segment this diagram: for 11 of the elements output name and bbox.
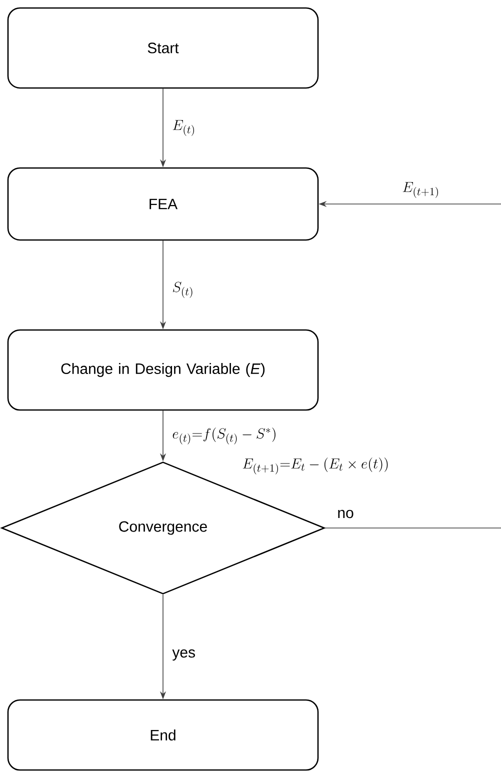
process-box: Change in Design Variable (E) — [7, 329, 319, 411]
process-box: Start — [7, 7, 319, 89]
process-box: End — [7, 699, 319, 771]
edge-label: $E_{(t+1)}$ — [402, 182, 438, 198]
edge-label: yes — [172, 649, 195, 661]
formula-label: $E_{(t+1)}{=}E_t-(E_t\times e(t))$ — [242, 458, 388, 474]
process-box: FEA — [7, 167, 319, 241]
edge-label: no — [338, 510, 354, 518]
edge-label: $E_{(t)}$ — [172, 120, 194, 136]
edge-label: $e_{(t)}{=}f(S_{(t)}-S^{*})$ — [172, 428, 276, 444]
edge-label: $S_{(t)}$ — [172, 282, 192, 298]
